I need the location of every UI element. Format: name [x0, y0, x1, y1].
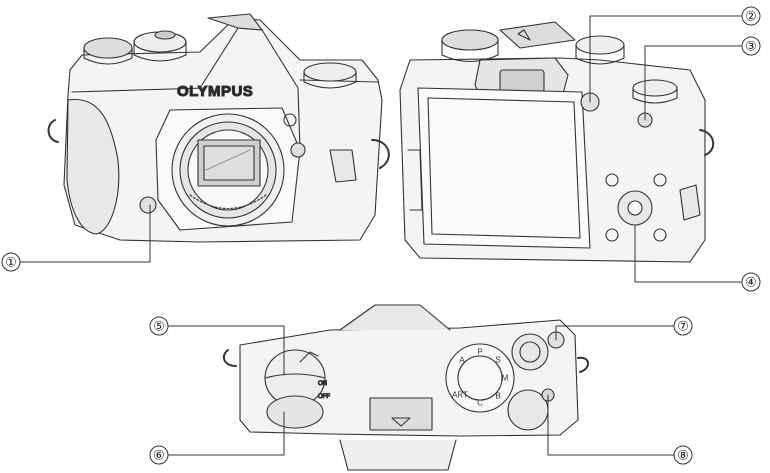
mode-dial-mark: P — [477, 348, 482, 357]
mode-dial-mark: B — [495, 392, 500, 401]
callout-2: ② — [741, 6, 761, 26]
camera-front-view: OLYMPUS — [47, 13, 390, 243]
mode-dial-mark: M — [502, 374, 509, 383]
callout-4-label: ④ — [745, 275, 757, 290]
callout-1-label: ① — [5, 255, 17, 270]
camera-back-view — [399, 21, 715, 263]
callout-leaders — [19, 15, 743, 456]
callout-5-label: ⑤ — [153, 319, 165, 334]
switch-off-label: OFF — [318, 394, 330, 400]
mode-dial-mark: S — [495, 356, 500, 365]
callout-numbers: ① ② ③ ④ ⑤ ⑥ ⑦ ⑧ — [1, 6, 761, 465]
callout-6-label: ⑥ — [153, 448, 165, 463]
callout-8-label: ⑧ — [677, 448, 689, 463]
mode-dial-marks: P A S M B C ART — [452, 348, 509, 408]
callout-7: ⑦ — [673, 316, 693, 336]
callout-8: ⑧ — [673, 445, 693, 465]
mode-dial-mark: C — [477, 399, 483, 408]
brand-logo: OLYMPUS — [177, 83, 253, 100]
callout-5: ⑤ — [149, 316, 169, 336]
callout-4: ④ — [741, 272, 761, 292]
camera-top-view: ON OFF — [222, 304, 589, 471]
callout-3: ③ — [741, 36, 761, 56]
callout-3-label: ③ — [745, 39, 757, 54]
callout-2-label: ② — [745, 9, 757, 24]
callout-6: ⑥ — [149, 445, 169, 465]
switch-on-label: ON — [318, 381, 327, 387]
callout-7-label: ⑦ — [677, 319, 689, 334]
callout-1: ① — [1, 252, 21, 272]
mode-dial-mark: A — [459, 356, 465, 365]
mode-dial-mark: ART — [452, 391, 468, 400]
